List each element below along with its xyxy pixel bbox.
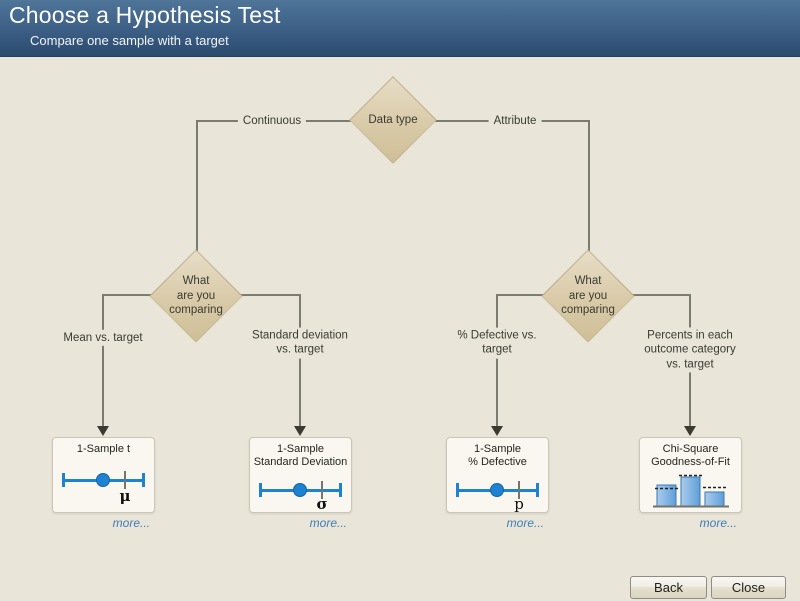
close-button[interactable]: Close	[711, 576, 786, 599]
decision-label-right-comparing: What are you comparing	[561, 275, 615, 317]
arrowhead-chisquare	[684, 426, 696, 436]
decision-label-data-type: Data type	[368, 113, 418, 126]
arrow-line-mean	[102, 294, 104, 426]
branch-label-continuous: Continuous	[237, 112, 307, 130]
more-link-1-sample-t[interactable]: more...	[112, 516, 150, 530]
sample-point-icon	[490, 483, 504, 497]
decision-diamond-left-comparing: What are you comparing	[149, 249, 243, 343]
outcome-label-defective-vs-target: % Defective vs. target	[452, 327, 542, 359]
card-title: 1-Sample % Defective	[468, 443, 527, 469]
more-link-chi-square[interactable]: more...	[699, 516, 737, 530]
arrowhead-mean	[97, 426, 109, 436]
arrowhead-stdev	[294, 426, 306, 436]
card-title: 1-Sample Standard Deviation	[253, 443, 348, 469]
outcome-label-stdev-vs-target: Standard deviation vs. target	[247, 327, 353, 359]
p-symbol: p	[514, 495, 524, 513]
decision-diamond-data-type: Data type	[349, 76, 437, 164]
target-tick-icon	[321, 481, 323, 499]
page-title: Choose a Hypothesis Test	[9, 2, 281, 28]
attribute-branch-vline	[588, 120, 590, 255]
page-subtitle: Compare one sample with a target	[30, 33, 229, 48]
sample-point-icon	[293, 483, 307, 497]
test-card-1-sample-stdev[interactable]: 1-Sample Standard Deviation σ	[249, 437, 352, 513]
back-button[interactable]: Back	[630, 576, 707, 599]
test-card-chi-square[interactable]: Chi-Square Goodness-of-Fit	[639, 437, 742, 513]
target-tick-icon	[518, 481, 520, 499]
card-title: 1-Sample t	[76, 443, 131, 455]
mu-symbol: μ	[119, 487, 131, 505]
arrowhead-defective	[491, 426, 503, 436]
branch-label-attribute: Attribute	[488, 112, 542, 130]
decision-label-left-comparing: What are you comparing	[169, 275, 223, 317]
continuous-branch-vline	[196, 120, 198, 255]
arrow-line-defective	[496, 294, 498, 426]
more-link-1-sample-stdev[interactable]: more...	[309, 516, 347, 530]
header: Choose a Hypothesis Test Compare one sam…	[0, 0, 800, 57]
bar-chart-icon	[653, 474, 729, 508]
outcome-label-mean-vs-target: Mean vs. target	[58, 329, 148, 347]
test-card-1-sample-t[interactable]: 1-Sample t μ	[52, 437, 155, 513]
card-group-1-sample-defective: 1-Sample % Defective p more...	[446, 437, 549, 530]
card-group-1-sample-t: 1-Sample t μ more...	[52, 437, 155, 530]
card-group-1-sample-stdev: 1-Sample Standard Deviation σ more...	[249, 437, 352, 530]
card-title: Chi-Square Goodness-of-Fit	[651, 443, 730, 469]
target-tick-icon	[124, 471, 126, 489]
outcome-label-percents-vs-target: Percents in each outcome category vs. ta…	[639, 327, 741, 373]
sample-point-icon	[96, 473, 110, 487]
card-group-chi-square: Chi-Square Goodness-of-Fit more..	[639, 437, 742, 530]
test-card-1-sample-defective[interactable]: 1-Sample % Defective p	[446, 437, 549, 513]
more-link-1-sample-defective[interactable]: more...	[506, 516, 544, 530]
decision-diamond-right-comparing: What are you comparing	[541, 249, 635, 343]
arrow-line-stdev	[299, 294, 301, 426]
sigma-symbol: σ	[316, 495, 328, 513]
